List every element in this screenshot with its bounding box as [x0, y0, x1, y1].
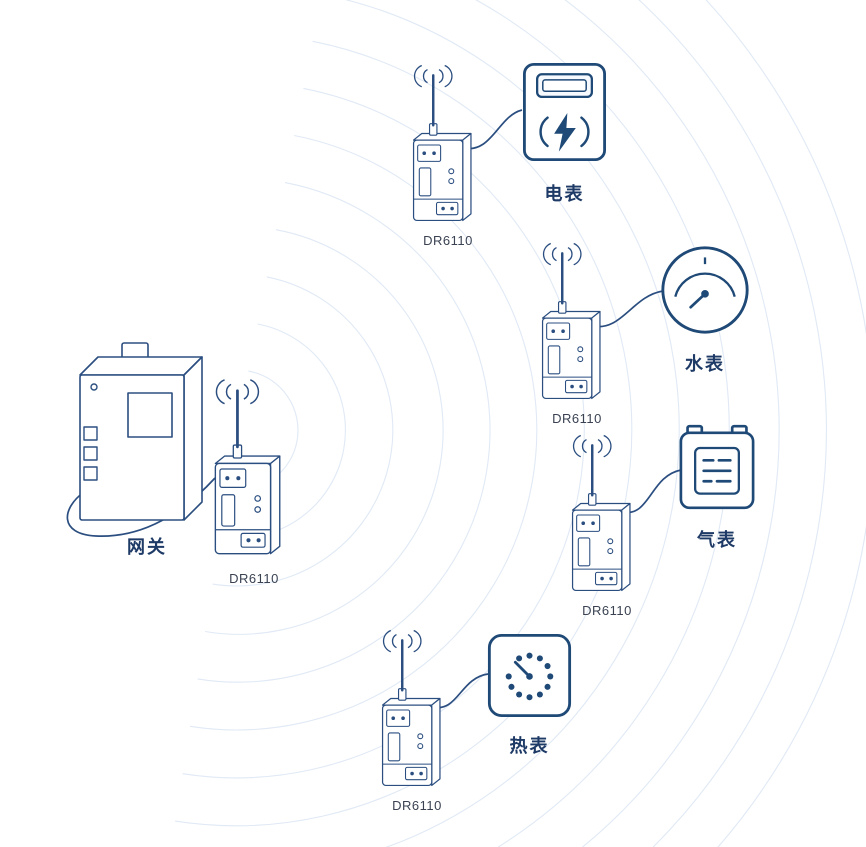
radio-wave-arc	[474, 0, 730, 847]
module-gateway: DR6110	[208, 377, 300, 586]
dr6110-module-icon	[376, 628, 458, 792]
electric-meter-icon	[522, 62, 607, 162]
water-meter-icon	[659, 244, 751, 336]
radio-wave-arc	[175, 40, 633, 827]
radio-wave-arc	[197, 182, 491, 683]
gateway-icon	[72, 335, 222, 535]
dr6110-module-icon	[566, 433, 648, 597]
radio-wave-arc	[705, 0, 866, 847]
module-label: DR6110	[423, 233, 473, 248]
dr6110-module-icon	[536, 241, 618, 405]
water-meter-label: 水表	[685, 354, 725, 374]
gateway-device: 网关	[72, 335, 222, 559]
heat-meter-icon	[487, 633, 572, 718]
electric-meter-label: 电表	[544, 184, 585, 204]
module-label: DR6110	[552, 411, 602, 426]
radio-wave-arc	[638, 0, 827, 847]
dr6110-module-icon	[208, 377, 300, 561]
gas-meter: 气表	[679, 424, 755, 552]
gateway-label: 网关	[127, 537, 167, 557]
gas-meter-label: 气表	[697, 530, 737, 550]
gas-meter-icon	[679, 424, 755, 510]
module-water: DR6110	[536, 241, 618, 426]
water-meter: 水表	[659, 244, 751, 376]
heat-meter-label: 热表	[509, 736, 550, 756]
radio-wave-arc	[212, 276, 394, 587]
module-label: DR6110	[392, 798, 442, 813]
radio-wave-arc	[344, 0, 680, 847]
electric-meter: 电表	[522, 62, 607, 206]
radio-wave-arc	[205, 229, 444, 635]
module-electric: DR6110	[407, 63, 489, 248]
radio-wave-arc	[564, 0, 780, 847]
module-gas: DR6110	[566, 433, 648, 618]
module-label: DR6110	[229, 571, 279, 586]
heat-meter: 热表	[487, 633, 572, 758]
module-heat: DR6110	[376, 628, 458, 813]
module-label: DR6110	[582, 603, 632, 618]
dr6110-module-icon	[407, 63, 489, 227]
